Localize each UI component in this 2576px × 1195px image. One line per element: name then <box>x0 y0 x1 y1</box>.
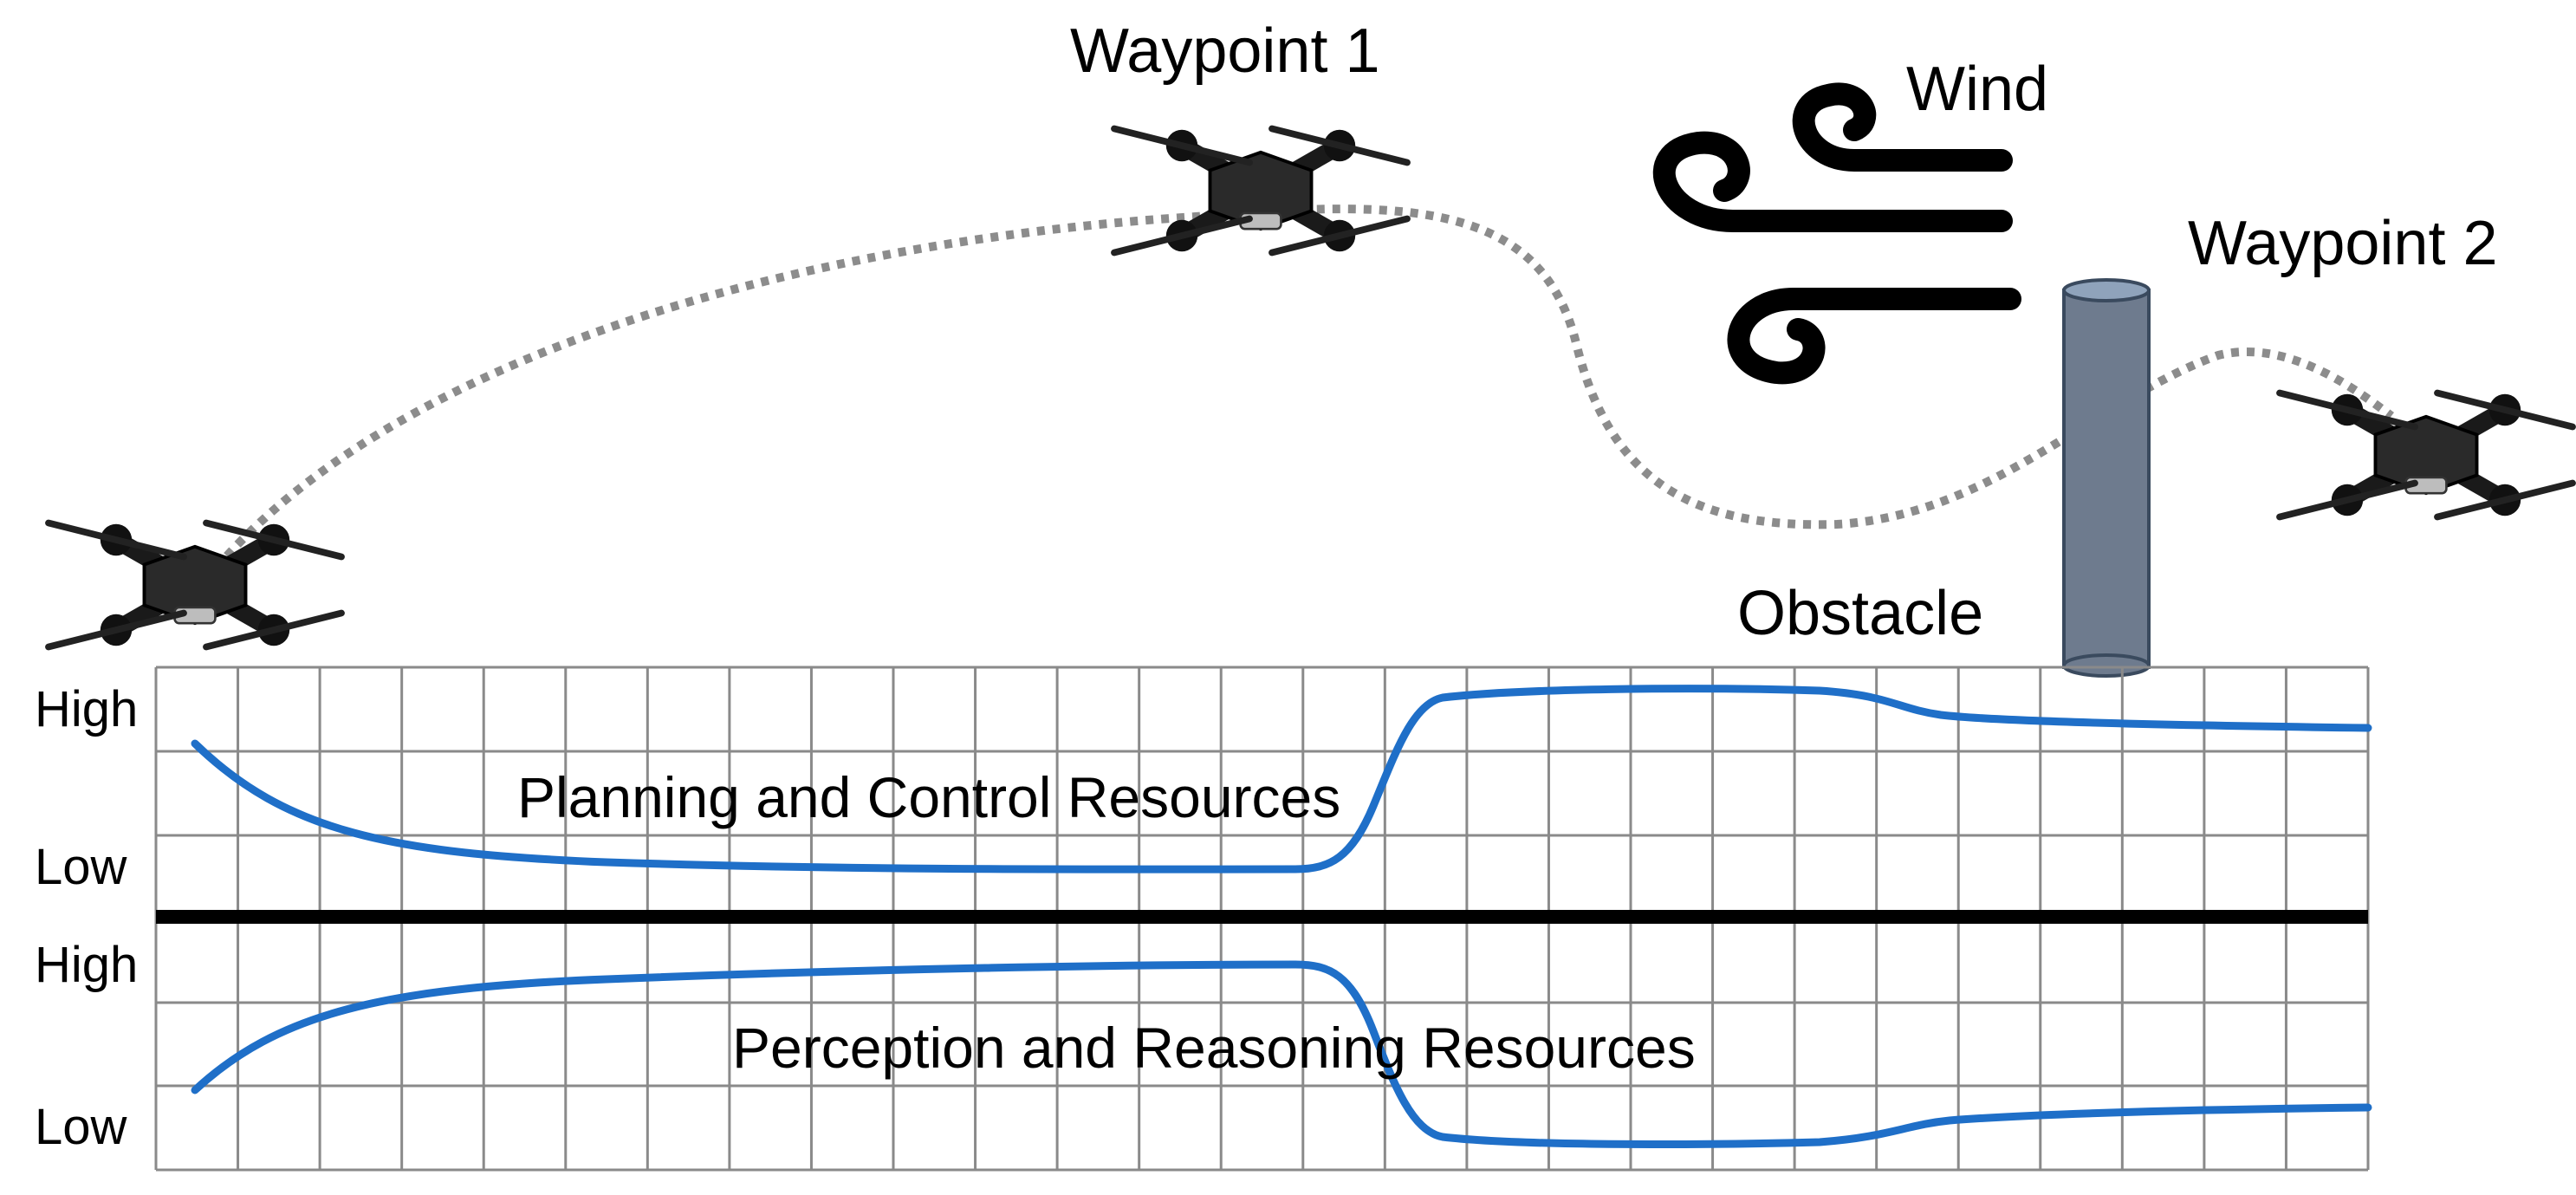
bottom-y-high-label: High <box>35 937 138 993</box>
obstacle-label: Obstacle <box>1737 579 1983 648</box>
drone-icon <box>2280 393 2573 517</box>
planning-control-curve <box>191 685 2372 874</box>
obstacle-pillar-icon <box>2062 278 2151 678</box>
wind-icon <box>1652 82 2021 385</box>
drone-icon <box>49 523 341 647</box>
waypoint-2-label: Waypoint 2 <box>2188 209 2498 278</box>
bottom-chart-title: Perception and Reasoning Resources <box>732 1016 1696 1080</box>
drone-icon <box>1114 129 1407 253</box>
wind-label: Wind <box>1906 55 2048 124</box>
bottom-y-low-label: Low <box>35 1099 128 1155</box>
flight-path <box>213 205 2394 571</box>
top-chart-title: Planning and Control Resources <box>517 765 1340 829</box>
waypoint-1-label: Waypoint 1 <box>1070 16 1380 86</box>
top-y-low-label: Low <box>35 839 128 895</box>
perception-reasoning-curve <box>191 960 2372 1148</box>
top-y-high-label: High <box>35 681 138 737</box>
